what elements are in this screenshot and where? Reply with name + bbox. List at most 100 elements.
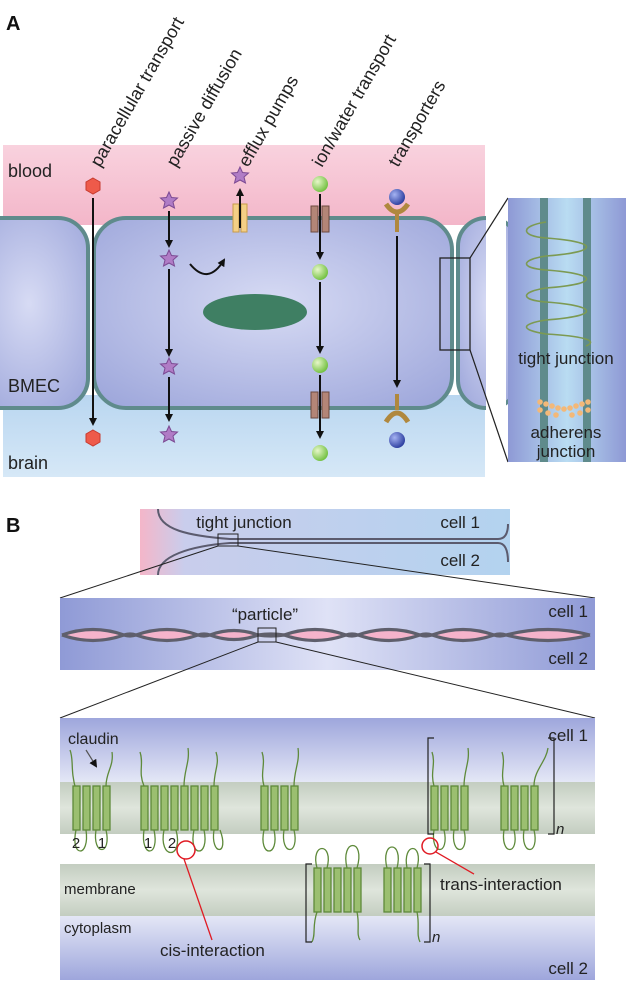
brain-label: brain [8,453,48,473]
helix-number: 1 [98,835,106,852]
adherens-junction-beads [537,399,591,418]
claudin-helix [290,785,299,831]
hexagon-molecule-blood [85,177,101,195]
claudin-helix [343,867,352,913]
claudin-helix [313,867,322,913]
claudin-helix [510,785,519,831]
claudin-loop [262,829,276,852]
claudin-helix [270,785,279,831]
claudin-helix [333,867,342,913]
adherens-bead [577,410,583,416]
inset-tight-junction-label: tight junction [518,349,613,368]
claudin-tail [356,911,361,941]
adherens-bead [585,399,591,405]
claudin-helix [72,785,81,831]
junction-inset [508,198,626,462]
middle-strip-cell2: cell 2 [548,649,588,668]
claudin-tail [311,911,318,943]
top-strip-membrane-lower [157,542,509,576]
efflux-pump-left [232,203,240,233]
detail-cell1-label: cell 1 [548,726,588,745]
helix-number: 1 [144,835,152,852]
zoom-line-b1-right [237,545,596,599]
claudin-helix [530,785,539,831]
particle-label: “particle” [232,605,298,624]
adherens-bead [569,412,575,418]
star-molecule [159,424,179,443]
detail-cell1-cytoplasm [60,718,595,782]
cis-interaction-label: cis-interaction [160,941,265,960]
adherens-bead [537,399,543,405]
inset-membrane-left [540,198,548,462]
inset-membrane-right [583,198,591,462]
adherens-bead [549,403,555,409]
bracket-cell2 [305,863,431,943]
claudin-group-cell2 [383,846,422,943]
middle-strip-cell1: cell 1 [548,602,588,621]
claudin-helix [160,785,169,831]
claudin-loop [432,829,446,850]
zoom-line-bottom [469,349,509,463]
panel-b-letter: B [6,515,20,537]
channel-left-bottom [310,391,319,419]
helix-number: 2 [72,835,80,852]
adherens-bead [537,407,543,413]
claudin-helix [210,785,219,831]
channel-right-bottom [321,391,330,419]
green-ion [312,357,328,373]
adherens-bead [553,412,559,418]
claudin-helix [190,785,199,831]
claudin-helix [413,867,422,913]
zoom-line-top [469,197,509,259]
claudin-tail [293,747,300,787]
inset-junction-label: junction [536,442,596,461]
zoom-line-b2-left [59,641,259,719]
transporter-bottom [383,410,411,424]
inset-adherens-label: adherens [531,423,602,442]
efflux-pump-right [240,203,248,233]
efflux-curved-arrow [189,258,226,275]
claudin-tail [139,751,145,787]
claudin-helix [323,867,332,913]
star-molecule [159,190,179,209]
detail-cell2-cytoplasm [60,916,595,980]
zoom-line-b2-right [275,641,596,719]
claudin-helix [383,867,392,913]
claudin-loop [192,829,206,852]
claudin-loop [385,846,399,869]
claudin-loop [162,829,179,854]
blood-label: blood [8,161,52,181]
top-strip-zoom-box [217,533,239,547]
claudin-group [430,747,470,850]
claudin-helix [92,785,101,831]
claudin-loop [522,829,536,850]
claudin-loop [94,829,108,850]
passive-diffusion-path [159,190,179,443]
top-strip-cell1: cell 1 [440,513,480,532]
blue-substrate [389,432,405,448]
channel-left [310,205,319,233]
claudin-loop [282,829,296,850]
green-ion [312,176,328,192]
claudin-tail [213,751,219,787]
claudin-loop [452,829,466,850]
ion-water-path [310,176,330,461]
star-molecule-effluxed [230,165,250,184]
panel-a-clip-right [486,140,506,485]
transporter-top [383,202,411,215]
claudin-loop [74,829,88,852]
helix-number: 2 [168,835,176,852]
tight-junction-strands [525,221,592,347]
green-ion [312,264,328,280]
claudin-loop [142,829,156,852]
claudin-group-cell2 [311,844,362,943]
bmec-label: BMEC [8,376,60,396]
claudin-tail [183,747,190,787]
zoom-line-b1-left [59,545,219,599]
hexagon-molecule-brain [85,429,101,447]
star-molecule [159,248,179,267]
bracket-cell1 [427,737,555,835]
n-label-cell1: n [556,821,564,838]
claudin-group [69,749,113,852]
claudin-helix [82,785,91,831]
